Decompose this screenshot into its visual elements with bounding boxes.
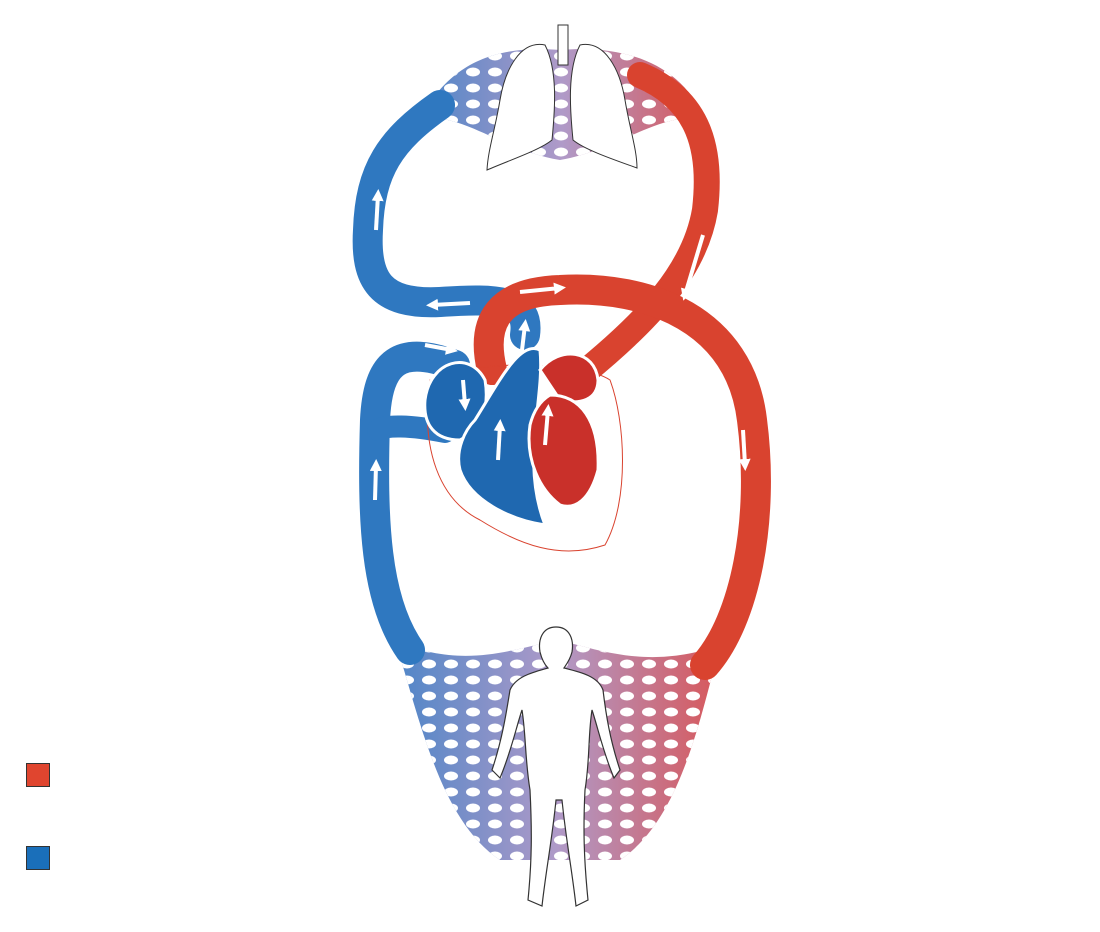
arrow-icon — [519, 282, 566, 295]
legend-swatch-deoxygenated — [26, 846, 50, 870]
arrow-icon — [424, 343, 458, 355]
arrow-icon — [518, 319, 531, 351]
pulmonary-capillary-bed — [420, 49, 705, 160]
arrow-icon — [541, 404, 554, 446]
pulmonary-vein — [562, 62, 720, 393]
left-lung — [486, 44, 556, 171]
right-lung — [569, 44, 638, 169]
trachea — [557, 24, 569, 66]
arrow-icon — [426, 298, 471, 311]
aorta — [473, 274, 771, 680]
legend-swatch-oxygenated — [26, 763, 50, 787]
arrow-icon — [369, 459, 382, 501]
human-body-icon — [491, 626, 621, 907]
left-ventricle — [527, 393, 600, 508]
right-ventricle — [457, 346, 548, 527]
flow-arrows — [369, 189, 751, 501]
arrow-icon — [371, 189, 384, 231]
arrow-icon — [680, 234, 705, 301]
arrow-icon — [458, 379, 471, 411]
lungs — [486, 24, 638, 171]
arrow-icon — [493, 419, 506, 461]
heart — [423, 346, 623, 552]
arrow-icon — [738, 429, 751, 471]
